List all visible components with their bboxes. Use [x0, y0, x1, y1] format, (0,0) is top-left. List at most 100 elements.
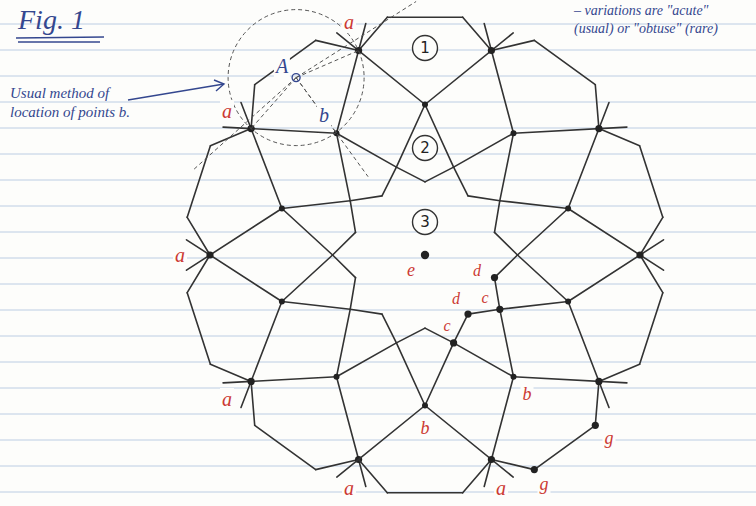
pattern-line [454, 343, 514, 377]
ruled-line [0, 180, 756, 181]
point-dot [248, 378, 255, 385]
pattern-line [425, 167, 454, 182]
underline [16, 37, 104, 38]
callout-number: 2 [411, 139, 439, 157]
point-dot [511, 130, 517, 136]
pattern-line [255, 425, 316, 469]
pattern-line [518, 255, 569, 302]
point-dot [595, 378, 602, 385]
pattern-line [454, 167, 468, 196]
pattern-line [396, 328, 425, 343]
point-letter: d [450, 290, 462, 308]
pattern-line [223, 127, 336, 133]
point-letter: a [494, 477, 508, 499]
pattern-line [282, 302, 350, 310]
point-dot [511, 374, 517, 380]
point-letter: c [479, 289, 490, 307]
callout-number: 1 [411, 39, 439, 57]
ruled-line [0, 50, 756, 51]
pattern-line [282, 209, 333, 256]
pattern-line [495, 201, 500, 233]
pattern-line [187, 293, 210, 365]
point-letter: g [603, 429, 616, 449]
callout-number: 3 [411, 213, 439, 231]
point-dot [355, 47, 362, 54]
pattern-line [514, 127, 627, 133]
point-dot [565, 299, 571, 305]
pattern-line [568, 209, 663, 271]
point-dot [279, 299, 285, 305]
point-dot [531, 466, 538, 473]
pattern-line [350, 196, 382, 201]
point-dot [592, 422, 599, 429]
pattern-line [255, 40, 316, 84]
point-dot [488, 456, 495, 463]
pattern-line [500, 201, 568, 209]
pattern-line [500, 302, 568, 310]
ruled-line [0, 362, 756, 363]
point-dot [636, 251, 643, 258]
pattern-line [333, 255, 356, 278]
ruled-line [0, 388, 756, 389]
ruled-line [0, 492, 756, 493]
ruled-line [0, 466, 756, 467]
point-letter: b [317, 104, 331, 126]
pattern-line [640, 293, 663, 365]
point-letter: e [405, 261, 417, 281]
pattern-line [210, 129, 251, 146]
arrow-head [214, 80, 224, 91]
point-letter: d [471, 262, 483, 280]
pattern-line [640, 255, 663, 293]
pattern-line [187, 146, 210, 218]
point-dot [491, 274, 498, 281]
pattern-line [241, 302, 282, 408]
ruled-line [0, 232, 756, 233]
pattern-line [359, 460, 388, 493]
point-letter: a [173, 244, 187, 266]
pattern-line [425, 343, 454, 406]
pattern-line [425, 33, 513, 105]
pattern-line [337, 377, 366, 487]
pattern-line [454, 133, 514, 167]
point-letter: A [274, 55, 290, 77]
point-dot [450, 339, 457, 346]
ruled-line [0, 414, 756, 415]
point-letter: b [521, 385, 534, 405]
pattern-line [382, 314, 396, 343]
pattern-line [500, 133, 514, 201]
construction-line [193, 78, 296, 171]
ruled-line [0, 76, 756, 77]
point-letter: a [220, 388, 234, 410]
pattern-line [500, 309, 514, 377]
ruled-line [0, 128, 756, 129]
point-dot [206, 251, 213, 258]
ruled-line [0, 102, 756, 103]
rosette [187, 2, 664, 493]
pattern-line [350, 201, 355, 233]
pattern-line [359, 17, 388, 50]
construction-line [296, 78, 368, 177]
pattern-line [251, 85, 255, 129]
ruled-line [0, 336, 756, 337]
point-dot [464, 311, 471, 318]
point-letter: b [419, 419, 432, 439]
point-letter: a [342, 11, 356, 33]
pattern-line [387, 16, 462, 18]
circled-number: 3 [411, 208, 439, 236]
pattern-line [640, 217, 663, 255]
ruled-line [0, 310, 756, 311]
construction-line [296, 2, 416, 78]
handwritten-note: – variations are "acute" (usual) or "obt… [574, 2, 750, 37]
pattern-line [337, 343, 397, 377]
construction-lines [193, 2, 416, 177]
pattern-line [350, 278, 355, 310]
pattern-line [350, 309, 382, 314]
pointer-arrow [128, 80, 224, 100]
pattern-line [333, 232, 356, 255]
point-dot [422, 102, 428, 108]
pattern-line [223, 377, 336, 383]
construction-line [251, 78, 296, 129]
point-letter: a [342, 477, 356, 499]
pattern-line [599, 129, 640, 146]
